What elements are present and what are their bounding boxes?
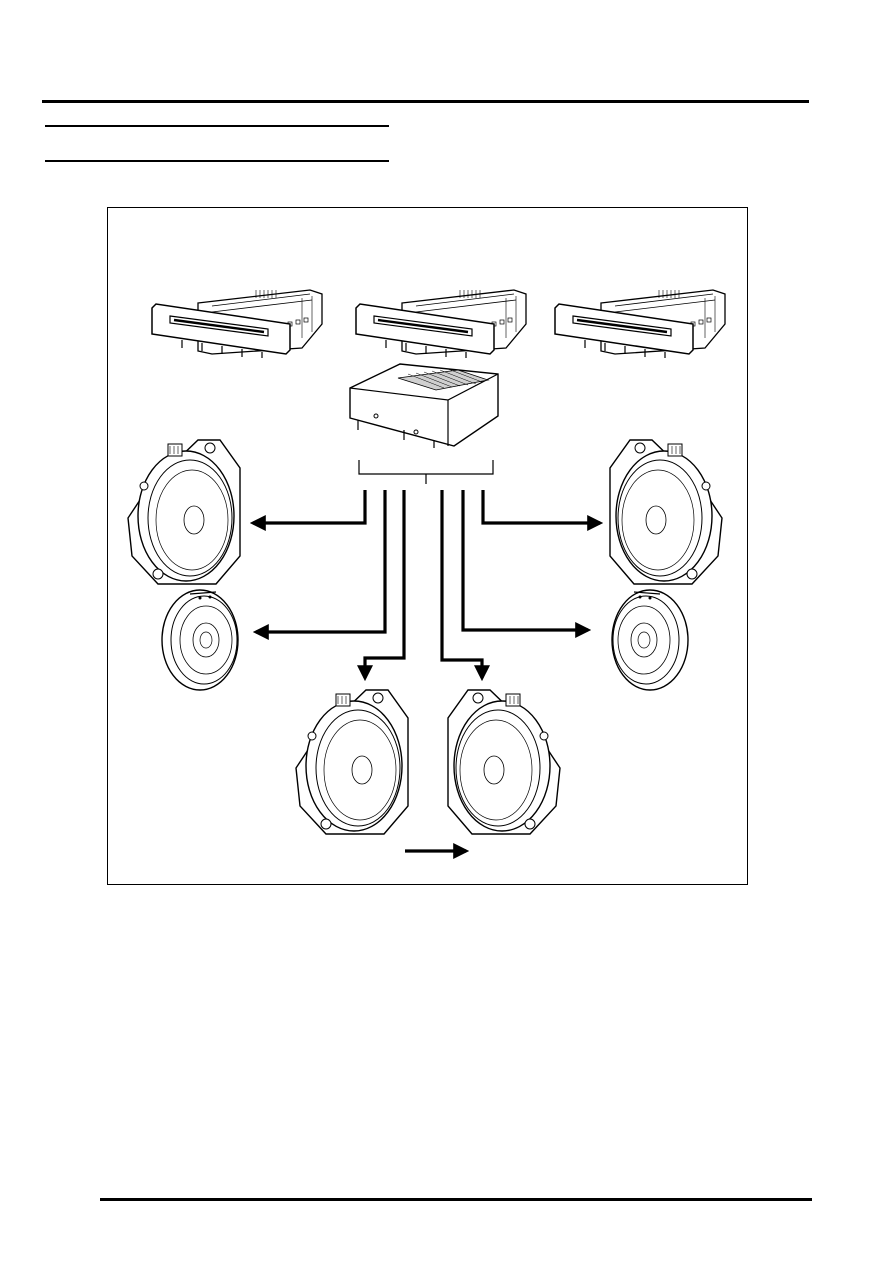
audio-amplifier — [349, 363, 499, 448]
audio-system-figure — [107, 207, 748, 885]
radio-cd-unit — [354, 288, 528, 360]
footer-rule — [100, 1198, 812, 1201]
rear-left-speaker — [295, 689, 409, 835]
section-heading-rule-bottom — [45, 160, 389, 162]
radio-cd-navigation-unit — [553, 288, 727, 360]
speaker-wiring — [249, 490, 604, 859]
section-heading-rule-top — [45, 125, 389, 127]
rear-right-speaker — [447, 689, 561, 835]
front-left-woofer — [127, 439, 241, 585]
front-left-tweeter — [161, 589, 239, 691]
front-right-tweeter — [611, 589, 689, 691]
front-right-woofer — [609, 439, 723, 585]
wiring-harness-bracket — [358, 460, 494, 484]
radio-cassette-unit — [150, 288, 324, 360]
header-rule — [42, 100, 809, 103]
